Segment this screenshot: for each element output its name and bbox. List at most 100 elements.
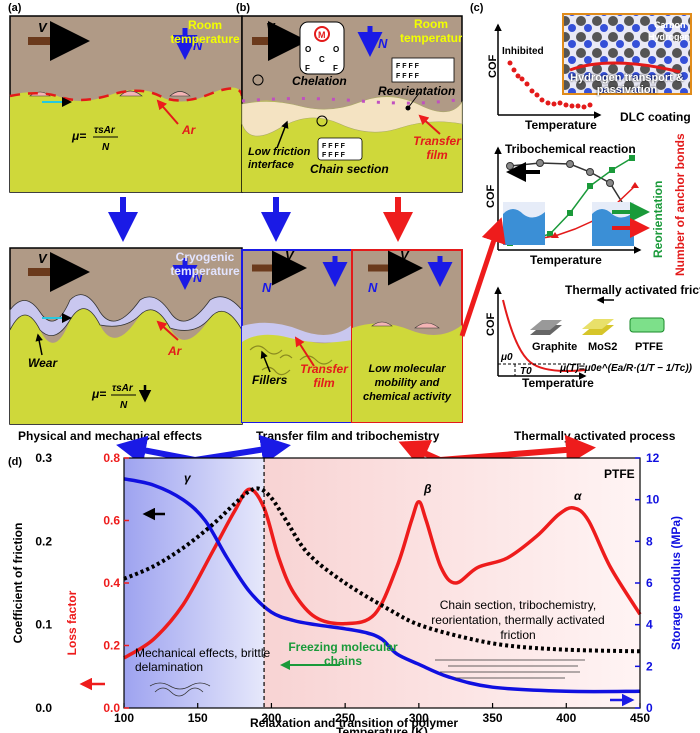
- b-top-chem-f2: F: [333, 64, 338, 73]
- c-bot-mos2: MoS2: [588, 341, 617, 353]
- b-top-v: V: [266, 20, 276, 35]
- c-mid-ylabel: COF: [485, 185, 497, 209]
- c-bot-t0: T0: [520, 366, 532, 377]
- cof-axis-title: Coefficient of friction: [11, 523, 25, 644]
- a-top-den: N: [102, 142, 110, 153]
- loss-axis-title: Loss factor: [65, 590, 79, 655]
- b-bl-n: N: [262, 280, 272, 295]
- modulus-tick-label: 10: [646, 493, 660, 507]
- a-bot-mu: μ=: [91, 387, 106, 401]
- b-top-n: N: [378, 36, 388, 51]
- loss-tick-label: 0.4: [103, 576, 120, 590]
- modulus-tick-label: 0: [646, 701, 653, 715]
- annotation-freezing: Freezing molecular chains: [288, 640, 398, 668]
- b-top-low-friction: Low friction interface: [248, 146, 311, 171]
- c-bot-ylabel: COF: [485, 313, 497, 337]
- x-tick-label: 150: [188, 711, 208, 725]
- annotation-left: Mechanical effects, brittle delamination: [135, 646, 271, 674]
- a-bot-den: N: [120, 400, 128, 411]
- x-tick-label: 300: [409, 711, 429, 725]
- c-mid-reorientation: Reorientation: [651, 181, 665, 258]
- panel-c-top: [494, 13, 692, 119]
- panel-c-bottom: [494, 286, 665, 380]
- modulus-axis-title: Storage modulus (MPa): [669, 516, 683, 650]
- b-br-n: N: [368, 280, 378, 295]
- c-bot-xlabel: Temperature: [522, 376, 594, 390]
- panel-d-label: (d): [8, 456, 22, 468]
- caption-b: Transfer film and tribochemistry: [256, 429, 440, 443]
- b-top-chem-o1: O: [305, 45, 311, 54]
- b-bl-fillers: Fillers: [252, 373, 288, 387]
- b-br-text: Low molecular mobility and chemical acti…: [362, 363, 452, 403]
- modulus-tick-label: 2: [646, 659, 653, 673]
- peak-gamma: γ: [184, 471, 192, 485]
- c-top-coating: DLC coating: [620, 110, 691, 124]
- cof-tick-label: 0.3: [35, 451, 52, 465]
- modulus-tick-label: 6: [646, 576, 653, 590]
- c-mid-title: Tribochemical reaction: [505, 142, 636, 156]
- a-bot-num: τsAr: [112, 383, 134, 394]
- a-bot-ar: Ar: [167, 344, 183, 358]
- b-bl-v: V: [285, 248, 295, 263]
- c-mid-anchor: Number of anchor bonds: [673, 133, 687, 276]
- modulus-tick-label: 12: [646, 451, 660, 465]
- loss-tick-label: 0.0: [103, 701, 120, 715]
- c-top-hydrogen: Hydrogen: [648, 32, 690, 42]
- c-top-xlabel: Temperature: [525, 118, 597, 132]
- caption-a: Physical and mechanical effects: [18, 429, 202, 443]
- b-br-v: V: [400, 248, 410, 263]
- bottom-caption: Relaxation and transition of polymer: [250, 716, 458, 730]
- annotation-right: Chain section, tribochemistry, reorienta…: [431, 598, 605, 642]
- cof-tick-label: 0.0: [35, 701, 52, 715]
- c-bot-formula: μ(T)=μ0e^(Ea/R·(1/T − 1/Tc)): [559, 363, 693, 374]
- b-top-chain-section: Chain section: [310, 162, 389, 176]
- a-top-num: τsAr: [94, 125, 116, 136]
- b-top-chain-glyph-3: F F F F: [322, 143, 346, 150]
- a-top-n: N: [193, 38, 203, 53]
- chart-material: PTFE: [604, 467, 635, 481]
- b-top-chain-glyph-2: F F F F: [396, 73, 420, 80]
- a-top-mu: μ=: [71, 129, 86, 143]
- b-top-chelation: Chelation: [292, 74, 347, 88]
- series-loss-line: [123, 487, 642, 660]
- c-top-inhibited: Inhibited: [502, 46, 544, 57]
- a-top-ar: Ar: [181, 123, 197, 137]
- peak-alpha: α: [574, 489, 582, 503]
- b-top-chem-m: M: [318, 30, 326, 40]
- b-top-transfer-film: Transfer film: [413, 134, 461, 162]
- panel-b-bottom-left: [241, 249, 353, 423]
- b-top-chem-o2: O: [333, 45, 339, 54]
- c-top-ylabel: COF: [487, 55, 499, 79]
- b-top-reorientation: Reorientation: [378, 84, 455, 98]
- peak-beta: β: [423, 482, 432, 496]
- c-top-carbon: Carbon: [654, 20, 686, 30]
- a-bot-wear: Wear: [28, 356, 58, 370]
- c-bot-ptfe: PTFE: [635, 341, 663, 353]
- c-top-transport: Hydrogen transport & passivation: [570, 72, 684, 96]
- panel-b-bottom-right: [351, 249, 463, 423]
- a-top-v: V: [38, 20, 48, 35]
- c-bot-title: Thermally activated friction: [565, 283, 700, 297]
- loss-tick-label: 0.6: [103, 514, 120, 528]
- cof-tick-label: 0.1: [35, 618, 52, 632]
- x-tick-label: 450: [630, 711, 650, 725]
- panel-a-label: (a): [8, 2, 22, 14]
- b-top-temp: Room temperature: [400, 17, 462, 45]
- modulus-tick-label: 8: [646, 534, 653, 548]
- b-top-chem-c: C: [319, 55, 325, 64]
- x-tick-label: 200: [261, 711, 281, 725]
- c-bot-mu0: μ0: [500, 352, 513, 363]
- series-modulus-line: [123, 477, 641, 694]
- a-bot-v: V: [38, 251, 48, 266]
- x-tick-label: 100: [114, 711, 134, 725]
- x-tick-label: 250: [335, 711, 355, 725]
- b-top-chain-glyph-1: F F F F: [396, 63, 420, 70]
- a-top-temp: Room temperature: [170, 18, 240, 46]
- a-bot-n: N: [193, 270, 203, 285]
- panel-b-top: [241, 15, 463, 193]
- chart-decor: [79, 507, 635, 707]
- a-bot-temp: Cryogenic temperature: [170, 250, 240, 278]
- b-top-chain-glyph-4: F F F F: [322, 152, 346, 159]
- panel-a-top: [9, 15, 244, 193]
